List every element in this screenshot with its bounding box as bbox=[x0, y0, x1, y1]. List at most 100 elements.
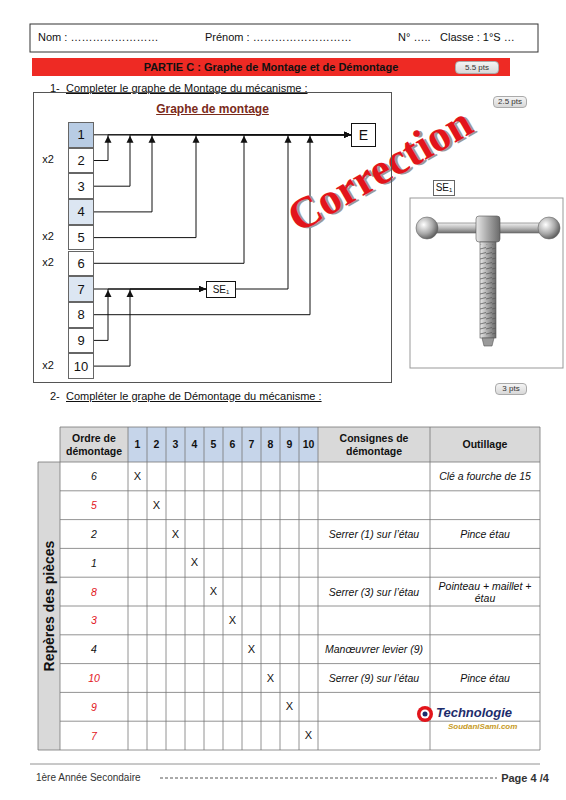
table-header: 7 bbox=[242, 427, 261, 462]
cross-mark-text: X bbox=[286, 700, 293, 713]
order-value-text: 3 bbox=[91, 614, 97, 626]
junction-arrowhead bbox=[127, 290, 134, 297]
section-title: PARTIE C : Graphe de Montage et de Démon… bbox=[144, 61, 399, 73]
firstname-field: Prénom : ……………………… bbox=[205, 28, 390, 46]
table-header-text: 1 bbox=[135, 438, 141, 450]
table-header: Consignes de démontage bbox=[318, 427, 430, 462]
footer-text-text: 1ère Année Secondaire bbox=[36, 772, 141, 784]
class-field: Classe : 1°S … bbox=[440, 28, 536, 46]
logo-text: SoudaniSami.com bbox=[448, 721, 520, 732]
page-number: Page 4 /4 bbox=[499, 771, 551, 785]
table-header: 8 bbox=[261, 427, 280, 462]
tool-cell: Pince étau bbox=[430, 664, 540, 693]
table-header: 5 bbox=[204, 427, 223, 462]
part-number-box: 10 bbox=[68, 353, 94, 379]
part-number-box: 6 bbox=[68, 251, 94, 277]
table-header-text: 8 bbox=[268, 438, 274, 450]
cross-mark-text: X bbox=[153, 499, 160, 512]
cross-mark-text: X bbox=[134, 470, 141, 483]
node-text: 5 bbox=[77, 230, 84, 245]
question-text: Compléter le graphe de Démontage du méca… bbox=[66, 389, 386, 403]
order-value: 6 bbox=[60, 462, 128, 491]
instruction-cell-text: Serrer (9) sur l’étau bbox=[329, 672, 419, 684]
table-header-text: Consignes de démontage bbox=[318, 432, 430, 456]
junction-arrowhead bbox=[127, 136, 134, 143]
order-value-text: 5 bbox=[91, 499, 97, 511]
table-header-text: 7 bbox=[249, 438, 255, 450]
firstname-field-text: Prénom : ……………………… bbox=[205, 31, 352, 44]
points-badge-text: 2.5 pts bbox=[498, 97, 522, 106]
graph-frame: Graphe de montage12345678910ESE₁ bbox=[33, 92, 392, 383]
table-side-header: Repères des pièces bbox=[38, 462, 60, 750]
table-header-text: 9 bbox=[287, 438, 293, 450]
points-badge: 3 pts bbox=[495, 383, 527, 395]
order-value: 8 bbox=[60, 577, 128, 606]
quantity-mark-text: x2 bbox=[42, 359, 54, 372]
tool-cell-text: Pince étau bbox=[460, 528, 510, 540]
cross-mark-text: X bbox=[172, 528, 179, 541]
order-value-text: 9 bbox=[91, 701, 97, 713]
table-header: 2 bbox=[147, 427, 166, 462]
node-text: 7 bbox=[77, 282, 84, 297]
tool-cell-text: Clé a fourche de 15 bbox=[439, 470, 531, 482]
logo-text: Technologie bbox=[436, 705, 518, 722]
cross-mark: X bbox=[223, 606, 242, 635]
question-number: 2- bbox=[50, 389, 66, 403]
node-text: SE₁ bbox=[213, 284, 230, 295]
quantity-mark: x2 bbox=[36, 250, 60, 276]
tool-cell: Pointeau + maillet + étau bbox=[430, 577, 540, 606]
picture-label-text: SE₁ bbox=[436, 182, 453, 194]
order-value: 3 bbox=[60, 606, 128, 635]
points-badge: 5.5 pts bbox=[455, 61, 499, 74]
node-text: 10 bbox=[74, 359, 88, 374]
cross-mark-text: X bbox=[267, 672, 274, 685]
order-value: 2 bbox=[60, 520, 128, 549]
points-badge-text: 5.5 pts bbox=[465, 63, 489, 72]
footer-text: 1ère Année Secondaire bbox=[36, 771, 158, 785]
cross-mark: X bbox=[128, 462, 147, 491]
order-value: 5 bbox=[60, 491, 128, 520]
tool-cell: Pince étau bbox=[430, 520, 540, 549]
assembly-connector bbox=[94, 289, 206, 366]
junction-arrowhead bbox=[149, 136, 156, 143]
table-header: 6 bbox=[223, 427, 242, 462]
part-number-box: 7 bbox=[68, 276, 94, 302]
picture-label: SE₁ bbox=[433, 180, 455, 196]
quantity-mark-text: x2 bbox=[42, 256, 54, 269]
table-header: 10 bbox=[299, 427, 318, 462]
logo-text-text: SoudaniSami.com bbox=[448, 722, 517, 731]
assembly-connector bbox=[94, 135, 351, 161]
order-value-text: 7 bbox=[91, 730, 97, 742]
node-text: 4 bbox=[77, 204, 84, 219]
cross-mark: X bbox=[147, 491, 166, 520]
question-text-text: Compléter le graphe de Démontage du méca… bbox=[66, 390, 322, 403]
instruction-cell: Serrer (9) sur l’étau bbox=[318, 664, 430, 693]
order-value: 1 bbox=[60, 548, 128, 577]
quantity-mark-text: x2 bbox=[42, 230, 54, 243]
table-header: Ordre de démontage bbox=[60, 427, 128, 462]
part-number-box: 8 bbox=[68, 302, 94, 328]
junction-arrowhead bbox=[105, 290, 112, 297]
name-field-text: Nom : …………………… bbox=[38, 31, 158, 44]
subassembly-box: SE₁ bbox=[206, 281, 236, 298]
question-number-text: 2- bbox=[50, 390, 60, 403]
node-text: 2 bbox=[77, 153, 84, 168]
cross-mark-text: X bbox=[229, 614, 236, 627]
instruction-cell: Manœuvrer levier (9) bbox=[318, 635, 430, 664]
points-badge: 2.5 pts bbox=[493, 96, 527, 108]
junction-arrowhead bbox=[105, 136, 112, 143]
junction-arrowhead bbox=[193, 136, 200, 143]
order-value: 10 bbox=[60, 664, 128, 693]
instruction-cell-text: Serrer (1) sur l’étau bbox=[329, 528, 419, 540]
table-header-text: 3 bbox=[173, 438, 179, 450]
table-header: 1 bbox=[128, 427, 147, 462]
cross-mark: X bbox=[299, 721, 318, 750]
class-field-text: Classe : 1°S … bbox=[440, 31, 515, 44]
footer-dashes bbox=[160, 778, 497, 779]
cross-mark: X bbox=[204, 577, 223, 606]
instruction-cell: Serrer (3) sur l’étau bbox=[318, 577, 430, 606]
quantity-mark-text: x2 bbox=[42, 153, 54, 166]
number-field-text: N° ….. bbox=[398, 31, 431, 44]
number-field: N° ….. bbox=[398, 28, 440, 46]
